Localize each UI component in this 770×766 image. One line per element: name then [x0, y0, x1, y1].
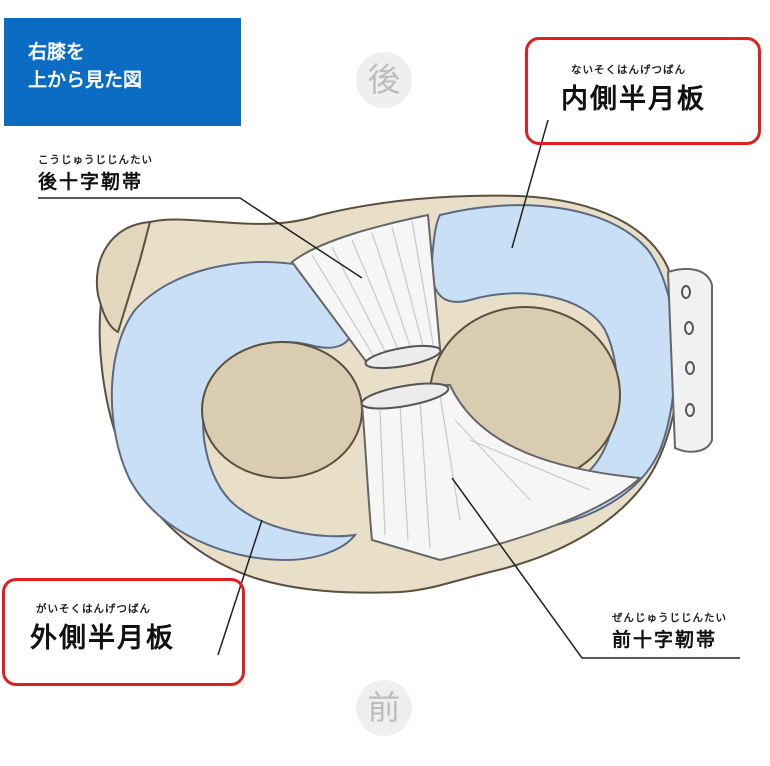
- lateral-meniscus: [110, 261, 358, 562]
- acl-cut-end: [360, 382, 450, 410]
- text-lateral-meniscus: 外側半月板: [30, 623, 175, 654]
- title-line-1: 右膝を: [28, 41, 86, 63]
- pcl-cut-end: [364, 344, 442, 370]
- label-anterior-cruciate: ぜんじゅうじじんたい 前十字靭帯: [612, 612, 727, 652]
- highlight-box-lateral: [2, 578, 245, 686]
- leader-posterior-cruciate: [38, 197, 363, 279]
- title-line-2: 上から見た図: [28, 69, 143, 91]
- ruby-lateral-meniscus: がいそくはんげつばん: [36, 603, 151, 615]
- text-medial-meniscus: 内側半月板: [561, 84, 706, 115]
- medial-collateral-attachment: [666, 267, 713, 453]
- title-box: 右膝を 上から見た図: [4, 18, 241, 126]
- label-posterior-cruciate: こうじゅうじじんたい 後十字靭帯: [38, 154, 153, 194]
- ruby-anterior-cruciate: ぜんじゅうじじんたい: [612, 612, 727, 624]
- highlight-box-medial: [525, 37, 761, 145]
- direction-front: 前: [356, 680, 412, 736]
- label-medial-meniscus: ないそくはんげつばん 内側半月板: [561, 64, 706, 116]
- ruby-medial-meniscus: ないそくはんげつばん: [571, 64, 686, 76]
- ruby-posterior-cruciate: こうじゅうじじんたい: [38, 154, 153, 166]
- text-anterior-cruciate: 前十字靭帯: [612, 629, 718, 651]
- label-lateral-meniscus: がいそくはんげつばん 外側半月板: [30, 603, 175, 655]
- leader-anterior-cruciate: [451, 477, 740, 659]
- leader-medial-meniscus: [511, 119, 549, 249]
- tibia-back-bump: [95, 220, 152, 334]
- lateral-condyle: [201, 341, 363, 479]
- direction-back: 後: [356, 52, 412, 108]
- text-posterior-cruciate: 後十字靭帯: [38, 171, 144, 193]
